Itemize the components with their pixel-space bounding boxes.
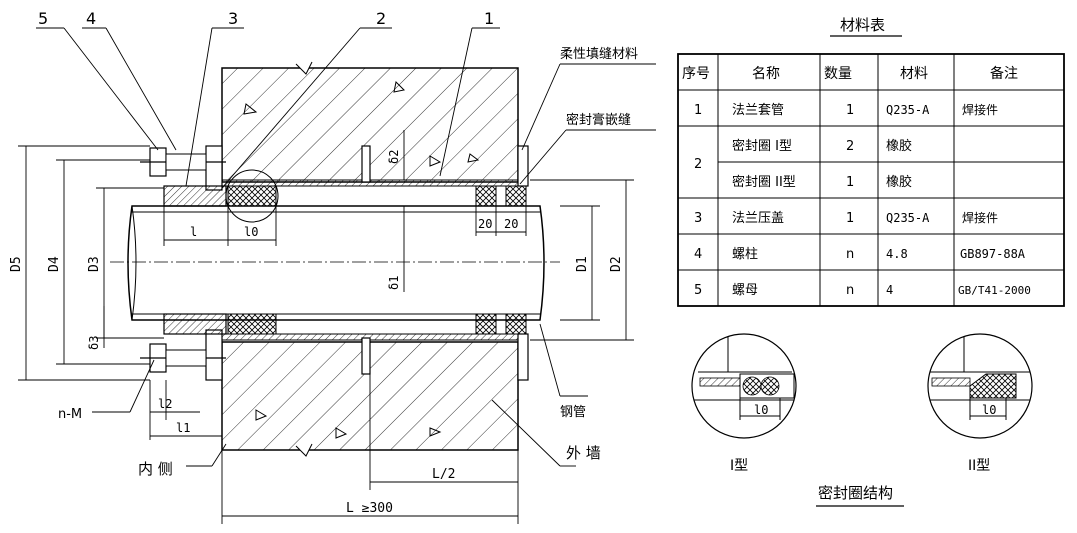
table-cell: 法兰套管: [732, 102, 784, 118]
table-cell: 5: [694, 283, 702, 298]
table-cell: 焊接件: [962, 102, 998, 117]
seal-rings: [225, 169, 527, 335]
label-steel-pipe: 钢管: [560, 405, 586, 420]
table-header-material: 材料: [900, 66, 928, 82]
table-cell: 橡胶: [886, 174, 912, 190]
table-cell: 焊接件: [962, 210, 998, 225]
dim-l2: l2: [158, 397, 172, 411]
table-cell: 4.8: [886, 247, 908, 261]
table-cell: 4: [886, 283, 893, 297]
dim-20b: 20: [504, 217, 518, 231]
table-cell: 1: [846, 175, 854, 190]
material-table: [677, 53, 1065, 307]
seal-detail-type2: [927, 333, 1033, 439]
table-header-qty: 数量: [824, 66, 852, 82]
dim-half-l: L/2: [432, 467, 455, 482]
dimension-lines: [18, 130, 634, 524]
table-cell: Q235-A: [886, 103, 930, 117]
seal-detail-type1: [691, 333, 797, 439]
dim-d3: D3: [87, 256, 102, 272]
dim-d2: D2: [609, 256, 624, 272]
table-title: 材料表: [840, 16, 885, 34]
callout-5: 5: [38, 9, 48, 28]
table-cell: 1: [694, 103, 702, 118]
steel-pipe: [127, 205, 545, 321]
table-header-no: 序号: [682, 66, 710, 82]
dim-delta1: δ1: [387, 276, 401, 290]
table-cell: 法兰压盖: [732, 211, 784, 226]
callout-3: 3: [228, 9, 238, 28]
seal-detail-dim-l0-2: l0: [982, 403, 996, 417]
seal-type1-label: I型: [730, 458, 748, 474]
leader-lines: [36, 27, 656, 467]
label-outer: 外 墙: [566, 444, 601, 462]
table-header-note: 备注: [990, 65, 1018, 82]
dim-delta3: δ3: [87, 336, 101, 350]
flange-gland: [140, 147, 227, 373]
dim-d4: D4: [47, 256, 62, 272]
table-cell: Q235-A: [886, 211, 930, 225]
sleeve: [205, 145, 529, 381]
table-cell: 4: [694, 247, 702, 262]
table-header-name: 名称: [752, 66, 780, 82]
callout-2: 2: [376, 9, 386, 28]
label-filler: 柔性填缝材料: [560, 47, 638, 62]
table-cell: 橡胶: [886, 138, 912, 154]
label-sealant: 密封膏嵌缝: [566, 112, 631, 128]
table-cell: 密封圈 II型: [732, 174, 796, 190]
table-cell: n: [846, 247, 854, 262]
table-cell: 2: [694, 157, 702, 172]
dim-l1: l1: [176, 421, 190, 435]
seal-type2-label: II型: [968, 458, 990, 474]
dim-l0: l0: [244, 225, 258, 239]
dim-d5: D5: [9, 256, 24, 272]
table-cell: 1: [846, 211, 854, 226]
table-cell: 密封圈 I型: [732, 138, 792, 154]
dim-20a: 20: [478, 217, 492, 231]
table-cell: GB/T41-2000: [958, 284, 1031, 297]
table-cell: 2: [846, 139, 854, 154]
table-cell: GB897-88A: [960, 247, 1026, 261]
table-cell: 1: [846, 103, 854, 118]
table-cell: n: [846, 283, 854, 298]
dim-l: l: [190, 225, 197, 239]
table-cell: 螺母: [732, 283, 758, 298]
table-cell: 3: [694, 211, 702, 226]
seal-detail-title: 密封圈结构: [818, 484, 893, 502]
callout-1: 1: [484, 9, 494, 28]
dim-delta2: δ2: [387, 150, 401, 164]
seal-detail-dim-l0: l0: [754, 403, 768, 417]
table-cell: 螺柱: [732, 247, 758, 262]
label-inner: 内 侧: [138, 460, 173, 478]
callout-4: 4: [86, 9, 96, 28]
label-n-m: n-M: [58, 407, 82, 422]
dim-d1: D1: [575, 256, 590, 272]
dim-l-total: L ≥300: [346, 501, 393, 516]
